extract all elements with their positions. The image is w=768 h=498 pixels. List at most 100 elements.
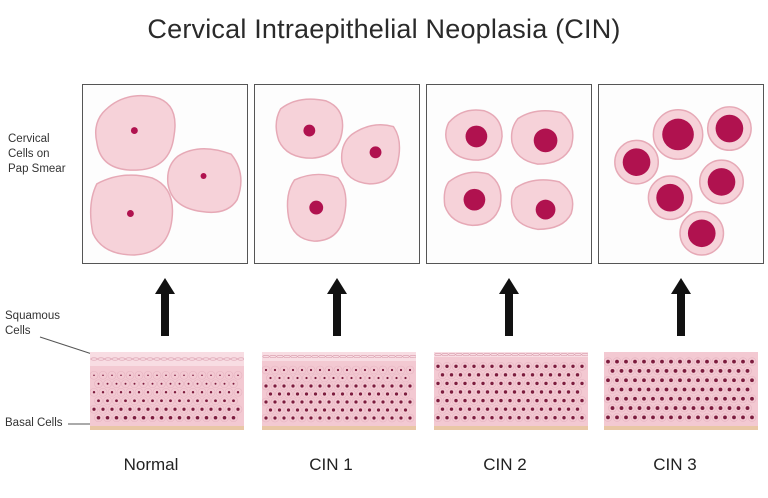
stage-label-cin3: CIN 3 (653, 455, 697, 474)
epithelial-cell (555, 370, 564, 380)
epithelial-cell (541, 413, 551, 423)
cell-nucleus (727, 406, 732, 410)
epithelial-cell (284, 405, 293, 415)
cell-nucleus (449, 390, 454, 394)
cell-nucleus (155, 407, 159, 411)
pap-panel-cin3 (598, 84, 764, 264)
epithelial-cell (743, 385, 752, 394)
epithelial-cell (487, 396, 497, 405)
cell-nucleus (512, 407, 517, 411)
cin3-cells-drawing (614, 106, 752, 256)
cell-nucleus (633, 415, 637, 420)
epithelial-cell (738, 413, 748, 422)
epithelial-cell (523, 379, 533, 388)
epithelial-cell (193, 413, 202, 423)
epithelial-cell (720, 394, 730, 404)
cell-nucleus (209, 407, 213, 411)
cell-nucleus (137, 391, 141, 394)
epithelial-cell (671, 385, 680, 394)
epithelial-cell (206, 387, 216, 397)
tissue-cin2 (434, 352, 588, 430)
epithelial-cell (175, 379, 184, 389)
flat-squamous-cell (318, 355, 326, 359)
epithelial-cell (702, 357, 712, 366)
epithelial-cell (711, 394, 721, 404)
cell-nucleus (580, 381, 584, 386)
flat-squamous-cell (511, 353, 519, 357)
epithelial-cell (738, 375, 748, 385)
flat-squamous-cell (367, 355, 375, 359)
cell-nucleus (669, 415, 673, 420)
cell-nucleus (204, 415, 209, 420)
cell-nucleus (553, 381, 557, 386)
cell-nucleus (178, 399, 181, 403)
cell-nucleus (646, 369, 651, 373)
cell-nucleus (114, 415, 119, 420)
epithelial-cell (550, 361, 560, 371)
epithelial-cell (573, 370, 582, 380)
cell-nucleus (408, 368, 412, 372)
cell-nucleus (705, 396, 709, 401)
cell-nucleus (655, 369, 660, 373)
tissue-cin1 (262, 352, 416, 430)
epithelial-cell (505, 396, 515, 405)
flat-squamous-cell (434, 353, 442, 357)
cell-nucleus (287, 376, 290, 380)
cell-nucleus (322, 408, 327, 412)
epithelial-cell (148, 396, 157, 406)
cell-nucleus (673, 369, 678, 373)
cell-nucleus (105, 415, 110, 420)
epithelial-cell (161, 387, 171, 397)
flat-squamous-cell (441, 353, 449, 357)
cell-nucleus (664, 387, 669, 392)
cell-nucleus (123, 415, 128, 420)
epithelial-cell (338, 373, 347, 383)
cell-nucleus (503, 407, 508, 411)
flat-squamous-cell (237, 357, 244, 361)
epithelial-cell (438, 370, 447, 380)
flat-squamous-cell (402, 355, 410, 359)
epithelial-cell (447, 370, 456, 380)
epithelial-cell (496, 413, 506, 423)
cell-nucleus (124, 399, 127, 403)
epithelial-cell (469, 413, 479, 423)
epithelial-cell (626, 366, 635, 376)
cell-nucleus (133, 382, 136, 385)
epithelial-cell (617, 403, 626, 413)
epithelial-cell (383, 373, 392, 383)
cell-nucleus (403, 408, 408, 412)
epithelial-cell (626, 385, 635, 394)
cell-nucleus (358, 392, 363, 396)
epithelial-cell (224, 370, 234, 380)
cell-nucleus (237, 374, 239, 377)
cell-nucleus (111, 374, 113, 377)
cell-nucleus (727, 387, 732, 392)
epithelial-cell (297, 397, 307, 407)
epithelial-cell (487, 413, 497, 423)
flat-squamous-cell (202, 357, 210, 361)
epithelial-cell (293, 389, 302, 399)
epithelial-cell (729, 357, 739, 366)
flat-squamous-cell (462, 353, 470, 357)
cell-nucleus (291, 416, 295, 420)
epithelial-cell (532, 396, 542, 405)
flat-squamous-cell (539, 353, 547, 357)
epithelial-cell (573, 404, 582, 414)
epithelial-cell (288, 365, 298, 375)
epithelial-cell (568, 361, 578, 371)
epithelial-cell (720, 375, 730, 385)
epithelial-cell (270, 413, 280, 423)
epithelial-cell (134, 404, 144, 414)
cell-nucleus (282, 384, 286, 388)
epithelial-cell (356, 389, 365, 399)
cell-nucleus (467, 390, 472, 394)
epithelial-cell (711, 413, 721, 422)
cell-nucleus (517, 381, 521, 386)
cell-nucleus (282, 368, 286, 372)
cell-nucleus (291, 368, 295, 372)
cell-nucleus (231, 415, 236, 420)
epithelial-cell (329, 373, 338, 383)
cin3-nucleus-3 (622, 148, 651, 176)
epithelial-cell (442, 361, 452, 371)
cell-nucleus (403, 392, 408, 396)
